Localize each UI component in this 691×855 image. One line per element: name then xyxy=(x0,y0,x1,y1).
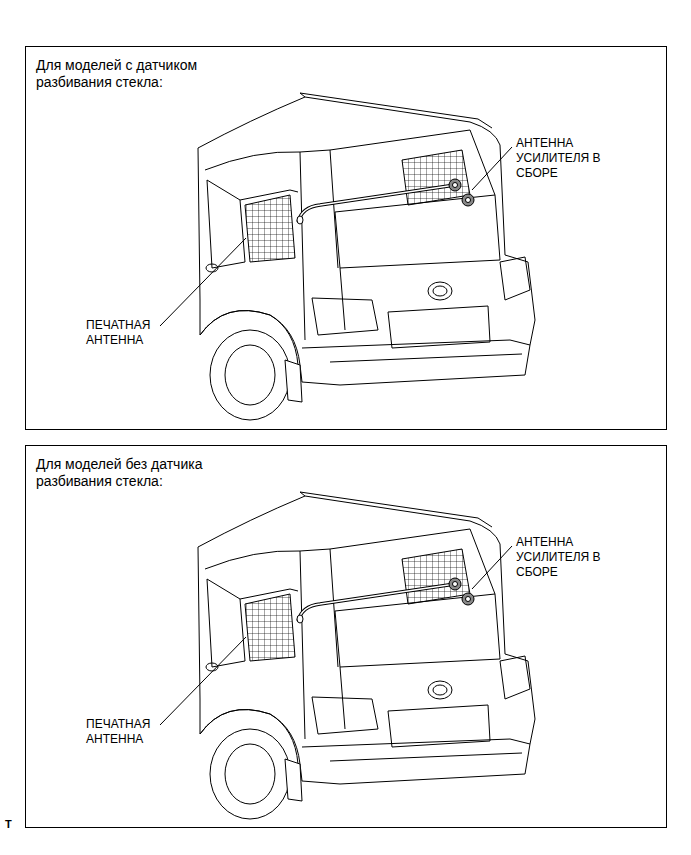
figure-mark: T xyxy=(5,818,25,831)
part-label: ПЕЧАТНАЯ АНТЕННА xyxy=(86,318,158,348)
panel-heading: Для моделей с датчиком разбивания стекла… xyxy=(36,57,231,91)
part-label: ПЕЧАТНАЯ АНТЕННА xyxy=(86,717,158,747)
variant-panel: Для моделей с датчиком разбивания стекла… xyxy=(25,46,667,430)
part-label: АНТЕННА УСИЛИТЕЛЯ В СБОРЕ xyxy=(516,535,624,580)
vehicle-illustration xyxy=(160,492,535,819)
variant-panel: Для моделей без датчика разбивания стекл… xyxy=(25,445,667,828)
part-label: АНТЕННА УСИЛИТЕЛЯ В СБОРЕ xyxy=(516,136,624,181)
panel-heading: Для моделей без датчика разбивания стекл… xyxy=(36,456,231,490)
vehicle-illustration xyxy=(160,93,535,420)
